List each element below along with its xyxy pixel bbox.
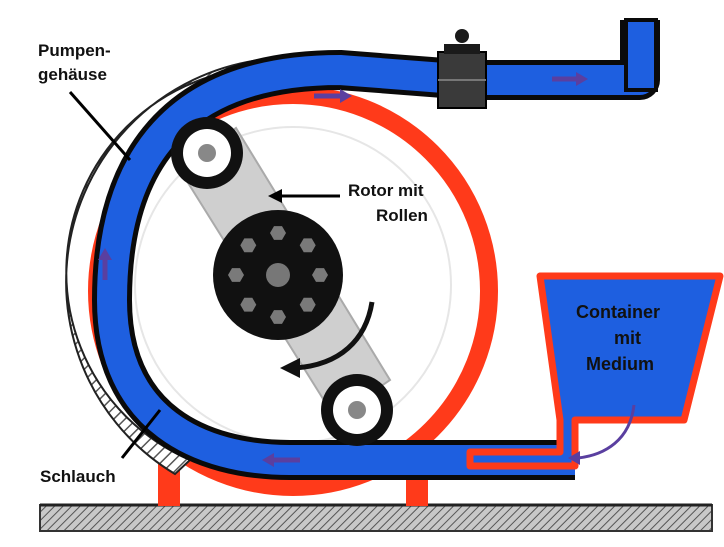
hub-bolt: [299, 297, 316, 312]
hub-bolt: [270, 226, 286, 240]
label-housing-line1: Pumpen-: [38, 41, 111, 60]
leader-line-hose: [120, 409, 162, 459]
container-with-medium: [466, 272, 724, 470]
rotor-center: [266, 263, 290, 287]
hose-outlet: [624, 18, 658, 92]
flow-arrow-icon: [314, 89, 352, 103]
hose: [97, 20, 655, 475]
label-hose: Schlauch: [40, 467, 116, 486]
label-rotor-line2: Rollen: [376, 206, 428, 225]
roller-bottom: [321, 374, 393, 446]
hub-bolts: [228, 226, 328, 324]
label-container-line2: mit: [614, 328, 641, 348]
flow-arrow-icon: [568, 404, 636, 465]
flow-arrow-icon: [98, 248, 112, 280]
hub-bolt: [240, 297, 257, 312]
label-housing-line2: gehäuse: [38, 65, 107, 84]
hose-clamp: [437, 29, 487, 109]
label-container-line3: Medium: [586, 354, 654, 374]
flow-arrow-icon: [552, 72, 588, 86]
hub-bolt: [312, 268, 328, 282]
ground-base: [39, 504, 713, 532]
hub-bolt: [240, 238, 257, 253]
hub-bolt: [299, 238, 316, 253]
leader-arrow-rotor: [268, 189, 282, 203]
label-container-line1: Container: [576, 302, 660, 322]
rotation-arrow-icon: [280, 301, 375, 378]
label-rotor-line1: Rotor mit: [348, 181, 424, 200]
hub-bolt: [228, 268, 244, 282]
roller-top: [171, 117, 243, 189]
hub-bolt: [270, 310, 286, 324]
leader-line-housing: [68, 91, 132, 161]
flow-arrow-icon: [262, 453, 300, 467]
